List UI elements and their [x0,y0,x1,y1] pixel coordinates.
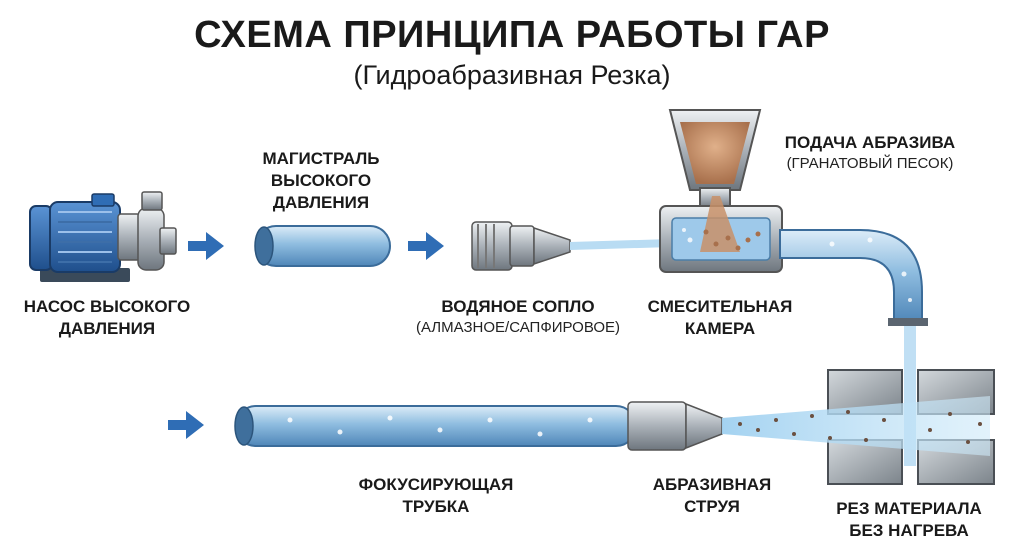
pump-label: НАСОС ВЫСОКОГО ДАВЛЕНИЯ [12,296,202,340]
diagram-title: СХЕМА ПРИНЦИПА РАБОТЫ ГАР [194,14,830,56]
focusing-tube-label: ФОКУСИРУЮЩАЯ ТРУБКА [336,474,536,518]
mixing-chamber-label-line2: КАМЕРА [684,319,756,338]
abrasive-feed-label-line2: (ГРАНАТОВЫЙ ПЕСОК) [786,155,954,172]
abrasive-jet-label: АБРАЗИВНАЯ СТРУЯ [632,474,792,518]
high-pressure-line-icon [254,225,391,267]
mixing-chamber-label-line1: СМЕСИТЕЛЬНАЯ [647,297,793,316]
outlet-pipe-icon [779,229,928,326]
focusing-tube-label-line1: ФОКУСИРУЮЩАЯ [358,475,514,494]
water-jet-icon [570,239,672,250]
nozzle-label: ВОДЯНОЕ СОПЛО (АЛМАЗНОЕ/САПФИРОВОЕ) [398,296,638,338]
focusing-tube-icon [234,401,723,451]
pump-label-line1: НАСОС ВЫСОКОГО [23,297,191,316]
focusing-tube-label-line2: ТРУБКА [402,497,470,516]
mixing-chamber-label: СМЕСИТЕЛЬНАЯ КАМЕРА [630,296,810,340]
water-nozzle-icon [471,221,571,271]
mixing-chamber-icon [659,196,783,273]
pipe-label-line1: МАГИСТРАЛЬ [262,149,380,168]
pump-label-line2: ДАВЛЕНИЯ [58,319,156,338]
flow-arrow-icon [408,232,444,260]
cut-label: РЕЗ МАТЕРИАЛА БЕЗ НАГРЕВА [814,498,1004,542]
diagram-subtitle: (Гидроабразивная Резка) [353,60,671,90]
flow-arrow-icon [168,411,204,439]
cut-label-line2: БЕЗ НАГРЕВА [849,521,969,540]
abrasive-jet-icon [722,396,990,456]
abrasive-hopper-icon [668,109,762,209]
pipe-label-line3: ДАВЛЕНИЯ [272,193,370,212]
nozzle-label-line1: ВОДЯНОЕ СОПЛО [441,297,595,316]
abrasive-feed-label: ПОДАЧА АБРАЗИВА (ГРАНАТОВЫЙ ПЕСОК) [770,132,970,174]
high-pressure-pump-icon [29,191,177,282]
pipe-label: МАГИСТРАЛЬ ВЫСОКОГО ДАВЛЕНИЯ [226,148,416,214]
abrasive-feed-label-line1: ПОДАЧА АБРАЗИВА [784,133,956,152]
abrasive-jet-label-line1: АБРАЗИВНАЯ [652,475,772,494]
pipe-label-line2: ВЫСОКОГО [270,171,372,190]
flow-arrow-icon [188,232,224,260]
abrasive-jet-label-line2: СТРУЯ [684,497,740,516]
cut-label-line1: РЕЗ МАТЕРИАЛА [836,499,982,518]
nozzle-label-line2: (АЛМАЗНОЕ/САПФИРОВОЕ) [415,319,621,336]
